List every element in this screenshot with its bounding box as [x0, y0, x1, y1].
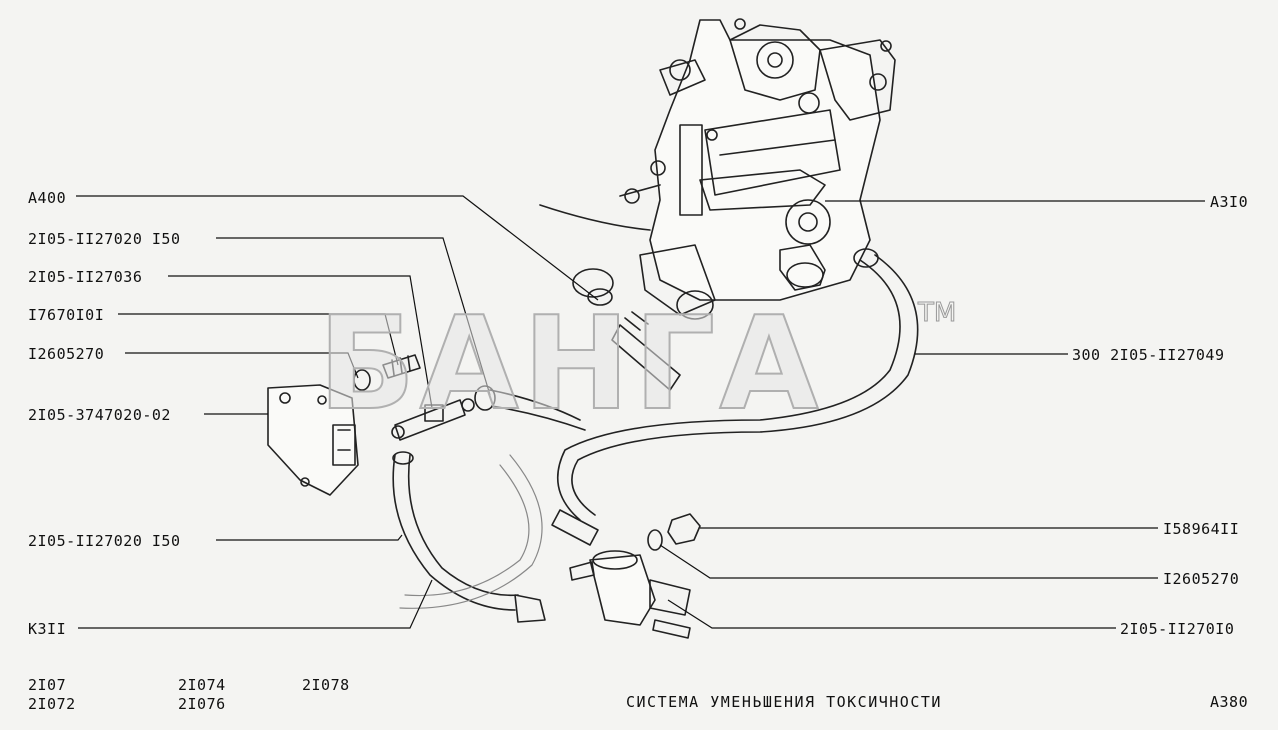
- model-21072: 2I072: [28, 695, 76, 713]
- leader-a400: [76, 195, 599, 301]
- tee-fitting-drawing: [391, 398, 475, 441]
- label-hose-long: 300 2I05-II27049: [1072, 346, 1225, 364]
- watermark: БАНГА: [317, 290, 823, 439]
- washer-left-drawing: [353, 369, 371, 391]
- leader-bolt: [118, 313, 399, 366]
- page-title: СИСТЕМА УМЕНЬШЕНИЯ ТОКСИЧНОСТИ: [626, 693, 942, 711]
- label-hose-lower: 2I05-II27020 I50: [28, 532, 181, 550]
- label-nut: I58964II: [1163, 520, 1240, 538]
- page-code: A380: [1210, 693, 1249, 711]
- leader-control-valve: [667, 599, 1116, 629]
- leader-hose-lower: [216, 534, 403, 541]
- control-valve-drawing: [569, 550, 691, 639]
- ghost-hose-drawing: [399, 454, 543, 609]
- model-2107: 2I07: [28, 676, 67, 694]
- label-washer-right: I2605270: [1163, 570, 1240, 588]
- nut-drawing: [667, 513, 701, 545]
- label-a400: A400: [28, 189, 67, 207]
- label-a3i0: A3I0: [1210, 193, 1249, 211]
- model-21074: 2I074: [178, 676, 226, 694]
- leader-tee: [168, 275, 433, 409]
- model-21076: 2I076: [178, 695, 226, 713]
- leader-hose-upper: [216, 237, 491, 396]
- label-control-valve: 2I05-II270I0: [1120, 620, 1235, 638]
- label-hose-upper: 2I05-II27020 I50: [28, 230, 181, 248]
- leader-k3ii: [78, 579, 433, 629]
- washer-right-drawing: [647, 529, 663, 551]
- label-bolt: I7670I0I: [28, 306, 105, 324]
- leader-washer-left: [125, 352, 359, 379]
- long-hose-drawing: [551, 248, 919, 546]
- bolt-drawing: [382, 354, 421, 379]
- lower-hose-drawing: [392, 451, 546, 623]
- label-washer-left: I2605270: [28, 345, 105, 363]
- label-tee: 2I05-II27036: [28, 268, 143, 286]
- leader-washer-right: [659, 544, 1158, 579]
- solenoid-valve-drawing: [267, 384, 359, 496]
- watermark-tm: TM: [917, 298, 957, 329]
- upper-hose-drawing: [474, 385, 586, 431]
- carburetor-drawing: [539, 18, 896, 320]
- label-k3ii: K3II: [28, 620, 67, 638]
- model-21078: 2I078: [302, 676, 350, 694]
- fitting-drawing: [572, 268, 681, 391]
- label-valve: 2I05-3747020-02: [28, 406, 171, 424]
